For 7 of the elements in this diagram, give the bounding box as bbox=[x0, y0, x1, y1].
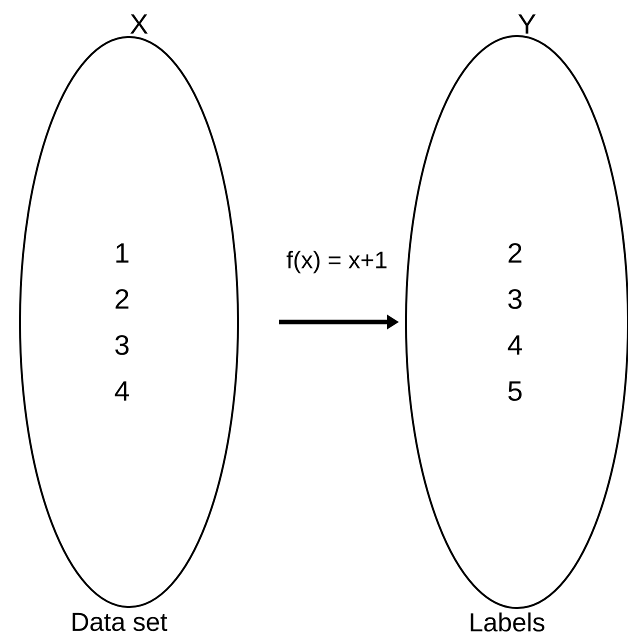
node-label: Labels bbox=[470, 612, 544, 632]
value-list: 1 2 3 4 bbox=[114, 243, 129, 401]
edge-label: f(x) = x+1 bbox=[286, 250, 386, 274]
set-label: Y bbox=[518, 14, 536, 34]
value-list: 2 3 4 5 bbox=[508, 243, 522, 401]
node-label: Data set bbox=[72, 612, 168, 632]
set-label: X bbox=[130, 14, 148, 34]
